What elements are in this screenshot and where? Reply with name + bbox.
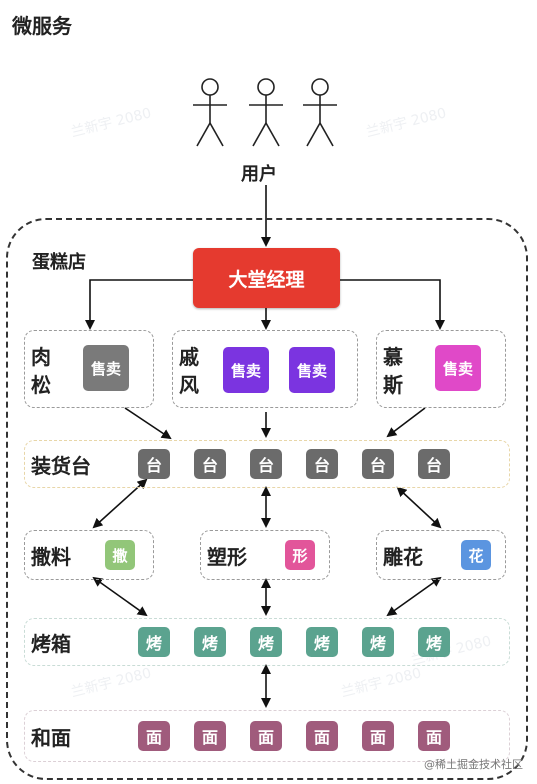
dough-chip: 面 <box>194 721 226 751</box>
sell-service-chip: 售卖 <box>435 345 481 391</box>
decoration-group-shape: 塑形 形 <box>200 530 330 580</box>
source-watermark: @稀土掘金技术社区 <box>424 758 523 771</box>
oven-chip: 烤 <box>418 627 450 657</box>
oven-chip: 烤 <box>250 627 282 657</box>
assembly-label: 装货台 <box>31 454 91 478</box>
oven-chip: 烤 <box>362 627 394 657</box>
user-icon <box>193 78 227 147</box>
assembly-chip: 台 <box>194 449 226 479</box>
user-icon <box>249 78 283 147</box>
dough-chip: 面 <box>138 721 170 751</box>
user-label: 用户 <box>241 164 277 185</box>
seller-name: 戚风 <box>179 345 199 397</box>
decoration-label: 雕花 <box>383 545 423 569</box>
lobby-manager-box: 大堂经理 <box>193 248 340 308</box>
oven-row: 烤箱 烤 烤 烤 烤 烤 烤 <box>24 618 510 666</box>
assembly-chip: 台 <box>138 449 170 479</box>
decoration-chip: 撒 <box>105 540 135 570</box>
bakery-boundary <box>6 218 528 780</box>
dough-row: 和面 面 面 面 面 面 面 <box>24 710 510 762</box>
seller-name: 肉松 <box>31 345 51 397</box>
sell-service-chip: 售卖 <box>83 345 129 391</box>
oven-chip: 烤 <box>138 627 170 657</box>
sell-service-chip: 售卖 <box>223 347 269 393</box>
oven-chip: 烤 <box>194 627 226 657</box>
assembly-chip: 台 <box>306 449 338 479</box>
assembly-chip: 台 <box>250 449 282 479</box>
seller-group-rousong: 肉松 售卖 <box>24 330 154 408</box>
assembly-chip: 台 <box>362 449 394 479</box>
sell-service-chip: 售卖 <box>289 347 335 393</box>
dough-chip: 面 <box>418 721 450 751</box>
seller-group-qifeng: 戚风 售卖 售卖 <box>172 330 358 408</box>
decoration-label: 撒料 <box>31 545 71 569</box>
oven-chip: 烤 <box>306 627 338 657</box>
oven-label: 烤箱 <box>31 632 71 656</box>
decoration-chip: 形 <box>285 540 315 570</box>
decoration-label: 塑形 <box>207 545 247 569</box>
decoration-chip: 花 <box>461 540 491 570</box>
dough-chip: 面 <box>250 721 282 751</box>
dough-chip: 面 <box>306 721 338 751</box>
decoration-group-carve: 雕花 花 <box>376 530 506 580</box>
dough-chip: 面 <box>362 721 394 751</box>
dough-label: 和面 <box>31 726 71 750</box>
decoration-group-sprinkle: 撒料 撒 <box>24 530 154 580</box>
user-icon <box>303 78 337 147</box>
page-title: 微服务 <box>12 14 72 38</box>
seller-group-mousse: 慕斯 售卖 <box>376 330 506 408</box>
seller-name: 慕斯 <box>383 345 403 397</box>
bakery-label: 蛋糕店 <box>32 252 86 273</box>
assembly-row: 装货台 台 台 台 台 台 台 <box>24 440 510 488</box>
assembly-chip: 台 <box>418 449 450 479</box>
